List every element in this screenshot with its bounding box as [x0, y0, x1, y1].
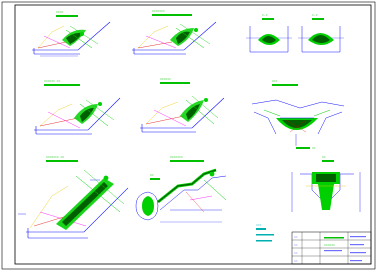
- title-block-row-2: ==: [294, 243, 298, 247]
- notes-line-1: [256, 234, 274, 236]
- view-1: ====: [32, 10, 111, 57]
- view-7-title: ===: [272, 79, 278, 83]
- view-4: =-=: [298, 13, 344, 53]
- view-10-title-bar: [322, 160, 334, 162]
- view-7-title-bar: [272, 84, 298, 86]
- view-7: === ==: [251, 79, 345, 150]
- view-2-title-bar: [152, 14, 192, 16]
- view-10-title: ==: [322, 155, 326, 159]
- notes-title: ===: [256, 223, 262, 227]
- title-block-row-3: ==: [294, 251, 298, 255]
- view-6-title: ======: [160, 77, 171, 81]
- notes-block: ===: [256, 223, 274, 242]
- view-3: =-=: [246, 13, 292, 53]
- view-9-title: =======: [170, 155, 183, 159]
- view-9: ======= ==: [135, 155, 227, 223]
- title-block-row-1: ==: [294, 235, 298, 239]
- view-3-title-bar: [262, 18, 274, 20]
- view-9-title-bar: [170, 160, 204, 162]
- view-1-title-bar: [56, 15, 78, 17]
- view-6: ======: [140, 77, 225, 133]
- view-4-title-bar: [312, 18, 324, 20]
- view-8-title-bar: [46, 160, 78, 162]
- view-5-title-bar: [44, 84, 80, 86]
- view-10: ==: [291, 155, 361, 212]
- inner-frame: [14, 4, 372, 265]
- view-1-title: ====: [56, 10, 63, 14]
- view-7-secondary-label: ==: [312, 146, 316, 150]
- view-2: =======: [132, 9, 217, 55]
- view-5: ====== ==: [34, 79, 121, 135]
- view-8: ======= ==: [18, 155, 129, 239]
- view-8-title: ======= ==: [46, 155, 64, 159]
- view-9-secondary-label: ==: [150, 173, 154, 177]
- view-2-title: =======: [152, 9, 165, 13]
- title-block: == == == == ======: [291, 231, 372, 265]
- view-7-secondary-label-bar: [296, 147, 310, 149]
- view-9-secondary-label-bar: [150, 178, 160, 180]
- title-block-row-4: ==: [294, 259, 298, 263]
- view-5-title: ====== ==: [44, 79, 60, 83]
- view-6-title-bar: [160, 82, 190, 84]
- notes-title-bar: [256, 228, 266, 230]
- view-3-title: =-=: [262, 13, 268, 17]
- notes-line-2: [256, 240, 272, 242]
- drawing-title: ======: [324, 243, 335, 247]
- view-4-title: =-=: [312, 13, 318, 17]
